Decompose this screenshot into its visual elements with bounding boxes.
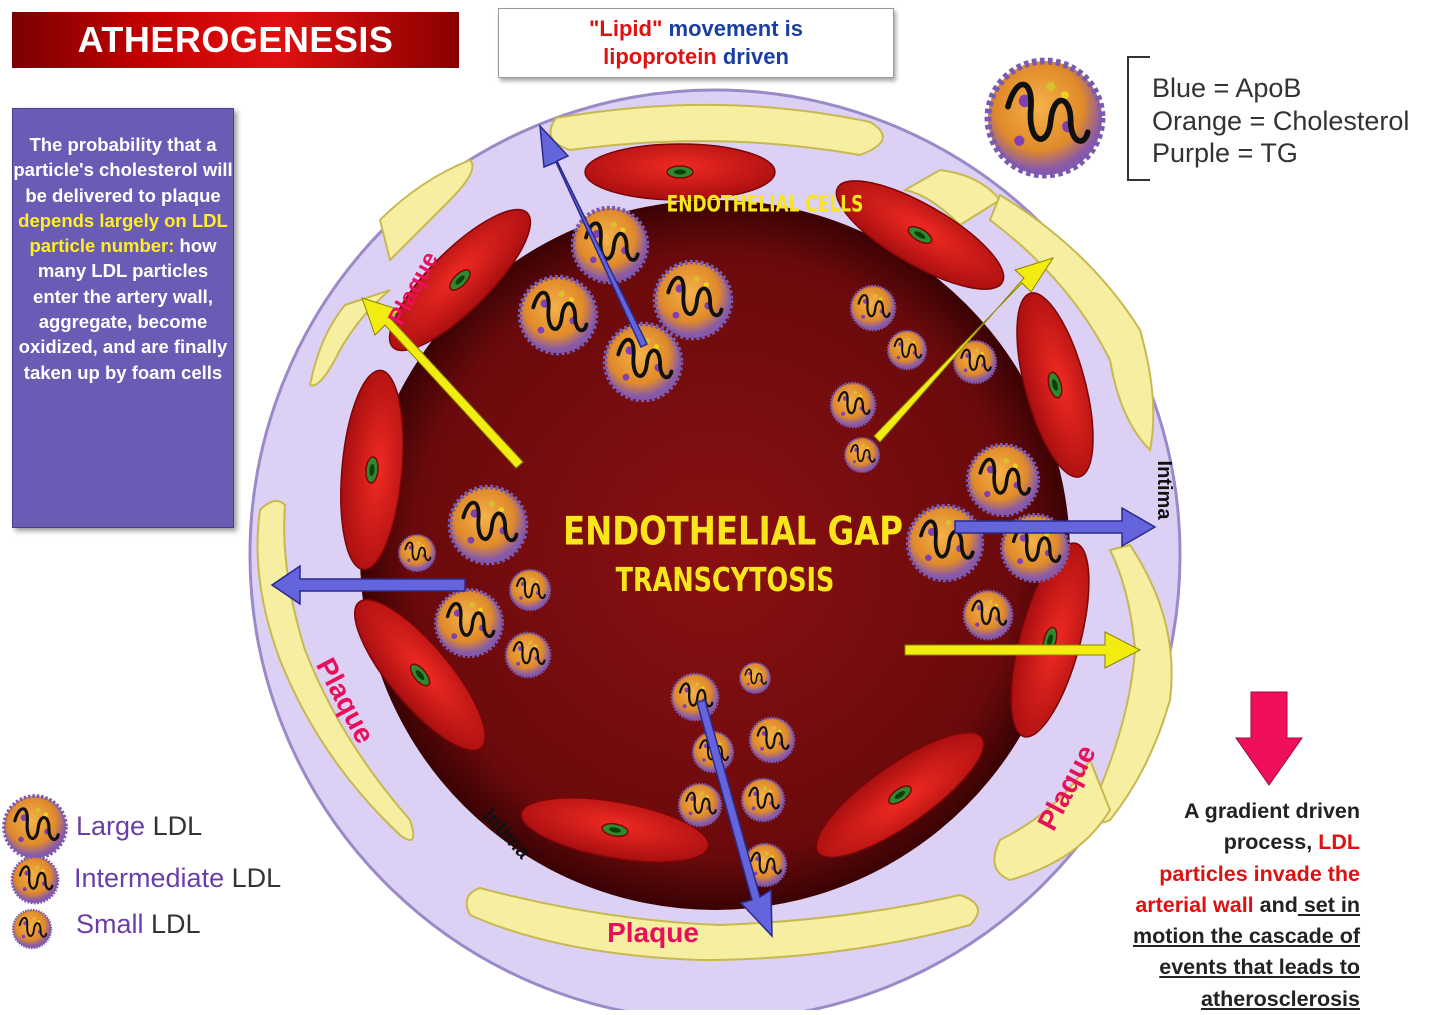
pink-down-arrow-icon: [1235, 691, 1303, 786]
lipid-movement-box: "Lipid" movement is lipoprotein driven: [498, 8, 894, 78]
plaque-bands: [256, 103, 1173, 962]
endothelial-gap-label: ENDOTHELIAL GAP: [563, 507, 903, 554]
arrow-upright-icon: [873, 257, 1055, 443]
blue-arrows: [270, 123, 1157, 938]
driven-text: driven: [716, 44, 789, 69]
small-ldl-icon: [13, 910, 51, 948]
ldl-key-icon: [988, 61, 1102, 175]
probability-box: The probability that a particle's choles…: [12, 108, 234, 528]
key-apob: Blue = ApoB: [1152, 73, 1302, 103]
probability-text-1: The probability that a particle's choles…: [13, 134, 233, 206]
lipid-word: "Lipid": [588, 16, 663, 41]
yellow-arrows: [361, 257, 1142, 669]
intima-label-right: Intima: [1153, 461, 1175, 521]
lipoprotein-word: lipoprotein: [603, 44, 717, 69]
large-ldl-label: Large LDL: [76, 811, 203, 841]
small-ldl-label: Small LDL: [76, 909, 201, 939]
arrow-upleft-icon: [361, 297, 524, 469]
endothelial-cells-label: ENDOTHELIAL CELLS: [667, 191, 864, 217]
gradient-description: A gradient driven process, LDL particles…: [1133, 799, 1360, 1011]
endothelial-cells: [340, 143, 1094, 863]
intermediate-ldl-icon: [12, 857, 58, 903]
arrow-left-icon: [270, 564, 466, 606]
intermediate-ldl-label: Intermediate LDL: [74, 863, 282, 893]
transcytosis-label: TRANSCYTOSIS: [616, 561, 835, 599]
probability-text-2: how many LDL particles enter the artery …: [18, 235, 228, 383]
large-ldl-icon: [4, 796, 66, 858]
arrow-right-yellow-icon: [904, 631, 1142, 669]
arrow-down-icon: [696, 699, 773, 938]
key-bracket: [1127, 56, 1150, 181]
arrow-up-icon: [539, 123, 649, 349]
color-key: Blue = ApoB Orange = Cholesterol Purple …: [1152, 72, 1409, 170]
key-cholesterol: Orange = Cholesterol: [1152, 105, 1410, 136]
artery-lumen: [360, 200, 1070, 910]
probability-highlight: depends largely on LDL particle number:: [18, 209, 228, 257]
plaque-label-bottom: Plaque: [607, 917, 699, 948]
arrow-right-icon: [954, 506, 1157, 548]
movement-text: movement is: [662, 16, 804, 41]
key-tg: Purple = TG: [1152, 138, 1298, 168]
title-banner: ATHEROGENESIS: [12, 12, 459, 68]
